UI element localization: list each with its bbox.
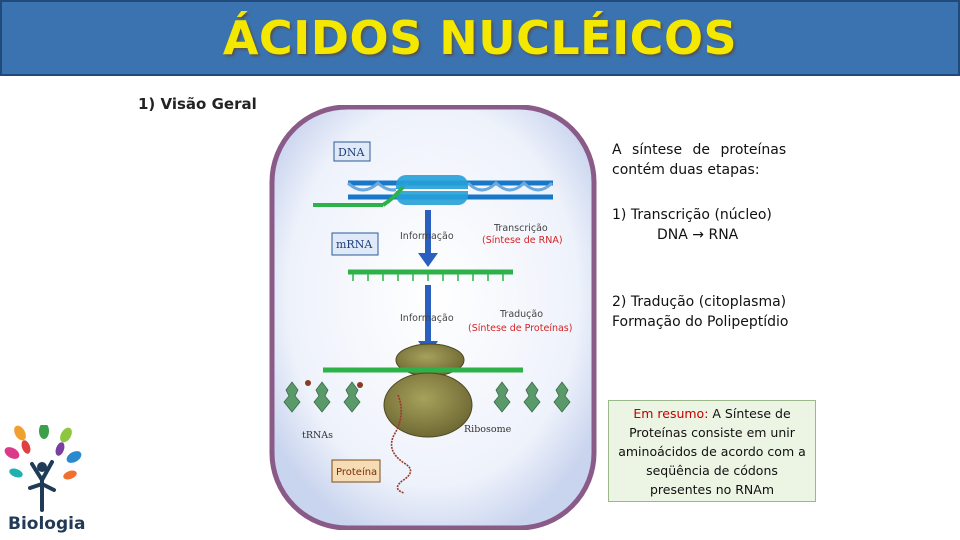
info-label-1: Informação bbox=[400, 231, 454, 242]
dna-helix bbox=[346, 175, 554, 205]
summary-lead: Em resumo: bbox=[633, 406, 709, 421]
mrna-strand bbox=[348, 269, 513, 281]
mrna-strand-nucleus bbox=[313, 185, 405, 207]
dna-label-box bbox=[333, 141, 371, 162]
step-1-line-1: 1) Transcrição (núcleo) bbox=[612, 207, 772, 223]
transcricao-label: Transcrição bbox=[493, 223, 548, 234]
intro-line-1: A síntese de proteínas bbox=[612, 142, 787, 158]
logo-text: Biologia bbox=[8, 514, 86, 534]
ribosome-large-subunit bbox=[383, 372, 473, 438]
protein-synthesis-diagram: DNA Informação Transcrição (Síntese de R… bbox=[269, 105, 597, 530]
summary-line-3: aminoácidos de acordo com a bbox=[618, 444, 806, 459]
page-title: ÁCIDOS NUCLÉICOS bbox=[222, 11, 738, 65]
title-bar: ÁCIDOS NUCLÉICOS bbox=[0, 0, 960, 76]
tree-leaves-icon bbox=[4, 425, 82, 480]
sintese-rna-label: (Síntese de RNA) bbox=[482, 235, 563, 246]
info-label-2: Informação bbox=[400, 313, 454, 324]
dna-label: DNA bbox=[338, 146, 365, 159]
intro-line-2: contém duas etapas: bbox=[612, 162, 760, 178]
ribosome-label: Ribosome bbox=[464, 424, 512, 435]
sintese-proteinas-label: (Síntese de Proteínas) bbox=[468, 323, 572, 334]
protein-label: Proteína bbox=[336, 466, 377, 478]
cell-membrane bbox=[269, 105, 597, 530]
intro-text: A síntese de proteínas contém duas etapa… bbox=[612, 140, 802, 180]
polypeptide-chain bbox=[390, 394, 412, 494]
mrna-label: mRNA bbox=[336, 238, 373, 251]
protein-label-box bbox=[331, 459, 381, 483]
biologia-tree-logo bbox=[4, 425, 82, 512]
step-2-line-2: Formação do Polipeptídio bbox=[612, 314, 789, 330]
mrna-label-box bbox=[331, 232, 379, 256]
summary-line-2: Proteínas consiste em unir bbox=[629, 425, 795, 440]
summary-line-1-rest: A Síntese de bbox=[708, 406, 791, 421]
tree-trunk-icon bbox=[28, 460, 56, 512]
section-heading: 1) Visão Geral bbox=[138, 95, 257, 113]
trnas-label: tRNAs bbox=[302, 430, 333, 441]
step-1-line-2: DNA → RNA bbox=[657, 227, 739, 243]
traducao-label: Tradução bbox=[499, 309, 543, 320]
step-1: 1) Transcrição (núcleo) DNA → RNA bbox=[612, 205, 772, 245]
summary-line-4: seqüência de códons bbox=[646, 463, 778, 478]
summary-line-1: Em resumo: A Síntese de bbox=[613, 404, 811, 423]
step-2-line-1: 2) Tradução (citoplasma) bbox=[612, 294, 787, 310]
trna-group-right bbox=[493, 381, 571, 413]
step-2: 2) Tradução (citoplasma) Formação do Pol… bbox=[612, 292, 788, 332]
trna-group-left bbox=[283, 381, 361, 413]
summary-box: Em resumo: A Síntese de Proteínas consis… bbox=[608, 400, 816, 502]
summary-line-5: presentes no RNAm bbox=[650, 482, 774, 497]
